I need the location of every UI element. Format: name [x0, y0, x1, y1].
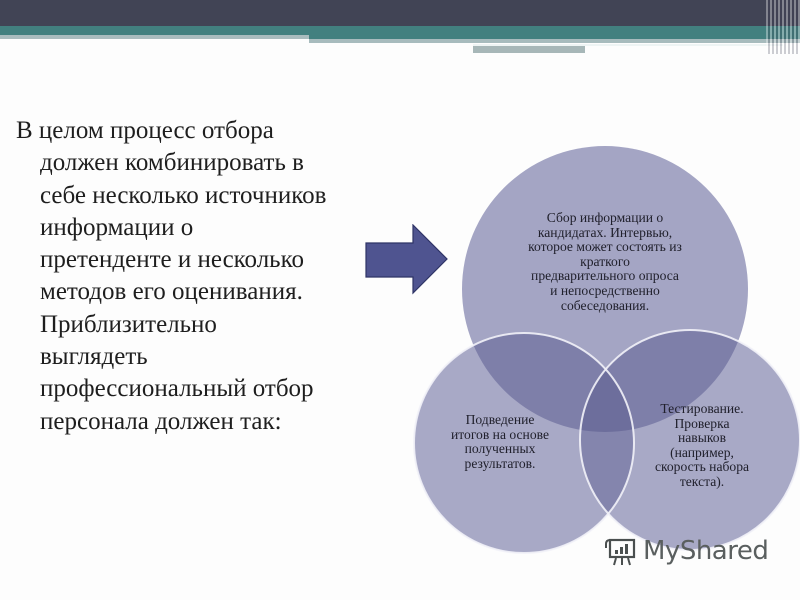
venn-label-top: Сбор информации о кандидатах. Интервью, … — [500, 210, 710, 313]
label-line: Проверка — [674, 415, 730, 431]
label-line: текста). — [679, 473, 725, 489]
label-line: навыков — [678, 430, 726, 446]
body-line: Приблизительно — [40, 310, 217, 338]
label-line: Сбор информации о — [546, 210, 664, 225]
venn-label-bottom-right: Тестирование. Проверка навыков (например… — [632, 401, 772, 490]
top-bar — [0, 0, 800, 26]
body-line: информации о — [40, 213, 194, 241]
label-line: результатов. — [464, 455, 536, 471]
label-line: собеседования. — [560, 297, 650, 313]
label-line: полученных — [464, 441, 536, 457]
label-line: которое может состоять из — [528, 239, 682, 255]
label-line: итогов на основе — [450, 426, 549, 442]
body-line: методов его оценивания. — [40, 278, 303, 306]
label-line: краткого — [580, 253, 630, 269]
watermark-text: MyShared — [643, 536, 769, 566]
accent-line-white — [473, 44, 783, 46]
label-line: предварительного опроса — [531, 268, 679, 284]
body-paragraph: В целом процесс отбора должен комбиниров… — [16, 115, 391, 438]
label-line: и непосредственно — [550, 282, 660, 298]
label-line: Тестирование. — [660, 401, 744, 416]
teal-band — [0, 26, 800, 35]
label-line: Подведение — [465, 412, 535, 427]
body-line: профессиональный отбор — [40, 375, 314, 403]
body-line: В целом процесс отбора — [16, 117, 274, 144]
accent-line-3 — [473, 46, 585, 53]
presentation-board-icon — [605, 538, 636, 566]
body-line: претенденте и несколько — [40, 246, 304, 274]
label-line: скорость набора — [654, 459, 750, 475]
body-line: выглядеть — [40, 343, 148, 371]
body-line: персонала должен так: — [40, 407, 282, 435]
body-line: должен комбинировать в — [40, 149, 304, 177]
body-line: себе несколько источников — [40, 181, 327, 209]
slide-body-text: В целом процесс отбора должен комбиниров… — [16, 115, 391, 438]
label-line: (например, — [670, 444, 734, 460]
label-line: кандидатах. Интервью, — [537, 224, 673, 240]
venn-label-bottom-left: Подведение итогов на основе полученных р… — [430, 412, 570, 471]
watermark: MyShared — [605, 535, 769, 567]
right-arrow-icon — [365, 224, 448, 295]
accent-line-1 — [309, 39, 800, 43]
accent-line-left — [0, 35, 310, 39]
edge-stripes — [766, 0, 800, 54]
